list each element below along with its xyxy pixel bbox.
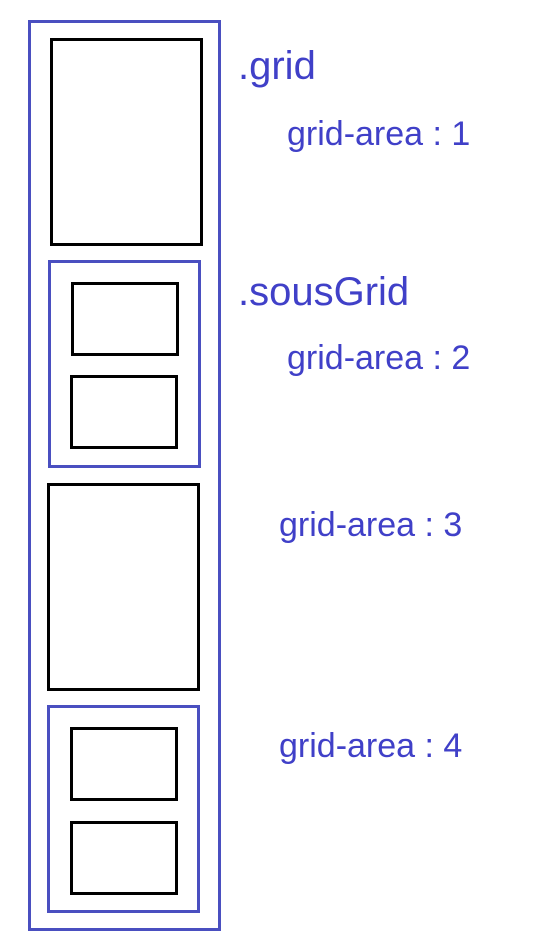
- grid-area-4-label: grid-area : 4: [279, 727, 463, 765]
- grid-area-1-box: [50, 38, 203, 246]
- sous-grid-class-label: .sousGrid: [238, 270, 410, 314]
- subgrid-area-4-cell-1: [70, 727, 178, 801]
- grid-area-3-box: [47, 483, 200, 691]
- subgrid-area-2-cell-2: [70, 375, 178, 449]
- grid-container: [28, 20, 221, 931]
- grid-area-1-label: grid-area : 1: [287, 115, 471, 153]
- subgrid-area-4: [47, 705, 200, 913]
- subgrid-area-2-cell-1: [71, 282, 179, 356]
- subgrid-area-2: [48, 260, 201, 468]
- grid-area-3-label: grid-area : 3: [279, 506, 463, 544]
- grid-class-label: .grid: [238, 44, 316, 88]
- grid-area-2-label: grid-area : 2: [287, 339, 471, 377]
- subgrid-area-4-cell-2: [70, 821, 178, 895]
